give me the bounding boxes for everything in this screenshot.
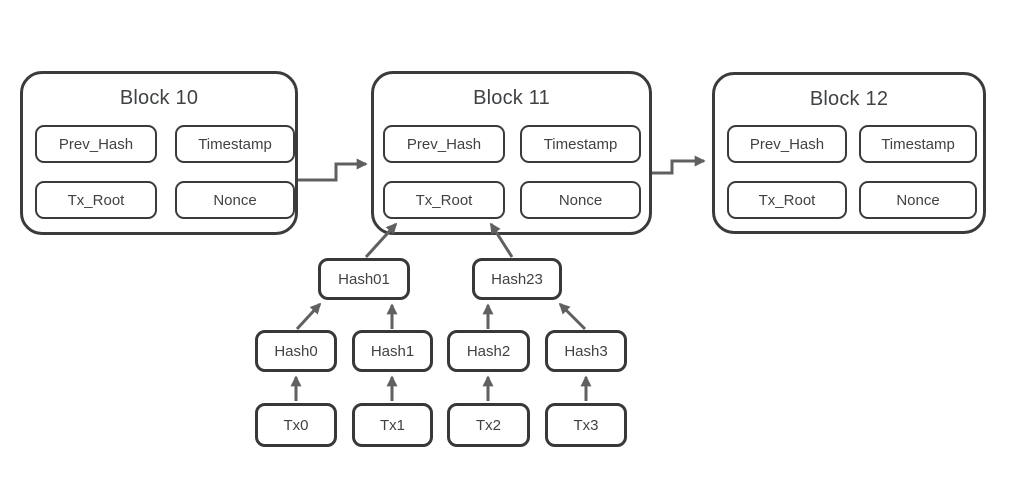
field-label: Nonce [896,191,940,209]
field-label: Prev_Hash [58,135,134,153]
field-label: Prev_Hash [406,135,482,153]
arrow-block10-to-block11 [298,158,368,182]
block-12-prev-hash-field: Prev_Hash [727,125,847,163]
field-label: Tx_Root [67,191,125,209]
field-label: Timestamp [881,135,955,153]
node-hash01: Hash01 [318,258,410,300]
node-label: Hash01 [338,270,390,288]
node-tx0: Tx0 [255,403,337,447]
block-12-nonce-field: Nonce [859,181,977,219]
node-hash3: Hash3 [545,330,627,372]
node-tx1: Tx1 [352,403,433,447]
field-label: Nonce [558,191,603,209]
block-11-nonce-field: Nonce [520,181,641,219]
node-label: Tx0 [283,416,309,434]
block-10-container: Block 10 Prev_Hash Timestamp Tx_Root Non… [20,71,298,235]
block-10-prev-hash-field: Prev_Hash [35,125,157,163]
block-12-timestamp-field: Timestamp [859,125,977,163]
node-label: Tx2 [475,416,501,434]
block-12-tx-root-field: Tx_Root [727,181,847,219]
arrow-hash0-to-hash01 [295,302,322,331]
block-11-container: Block 11 Prev_Hash Timestamp Tx_Root Non… [371,71,652,235]
block-11-prev-hash-field: Prev_Hash [383,125,505,163]
block-10-title: Block 10 [119,87,199,109]
field-label: Tx_Root [758,191,816,209]
node-tx3: Tx3 [545,403,627,447]
field-label: Prev_Hash [749,135,825,153]
arrow-block11-to-block12 [652,155,706,175]
field-label: Timestamp [198,135,272,153]
node-label: Hash23 [491,270,543,288]
block-12-title: Block 12 [809,88,889,110]
node-hash1: Hash1 [352,330,433,372]
node-label: Hash2 [466,342,511,360]
block-11-tx-root-field: Tx_Root [383,181,505,219]
node-label: Hash0 [274,342,318,360]
block-11-timestamp-field: Timestamp [520,125,641,163]
arrow-hash3-to-hash23 [558,302,587,331]
block-11-title: Block 11 [473,87,550,109]
block-10-tx-root-field: Tx_Root [35,181,157,219]
node-label: Hash1 [370,342,415,360]
node-label: Tx1 [379,416,405,434]
node-label: Tx3 [573,416,599,434]
block-12-container: Block 12 Prev_Hash Timestamp Tx_Root Non… [712,72,986,234]
node-tx2: Tx2 [447,403,530,447]
node-label: Hash3 [564,342,608,360]
field-label: Timestamp [543,135,618,153]
node-hash23: Hash23 [472,258,562,300]
field-label: Nonce [213,191,257,209]
block-10-timestamp-field: Timestamp [175,125,295,163]
node-hash0: Hash0 [255,330,337,372]
block-10-nonce-field: Nonce [175,181,295,219]
field-label: Tx_Root [415,191,473,209]
node-hash2: Hash2 [447,330,530,372]
